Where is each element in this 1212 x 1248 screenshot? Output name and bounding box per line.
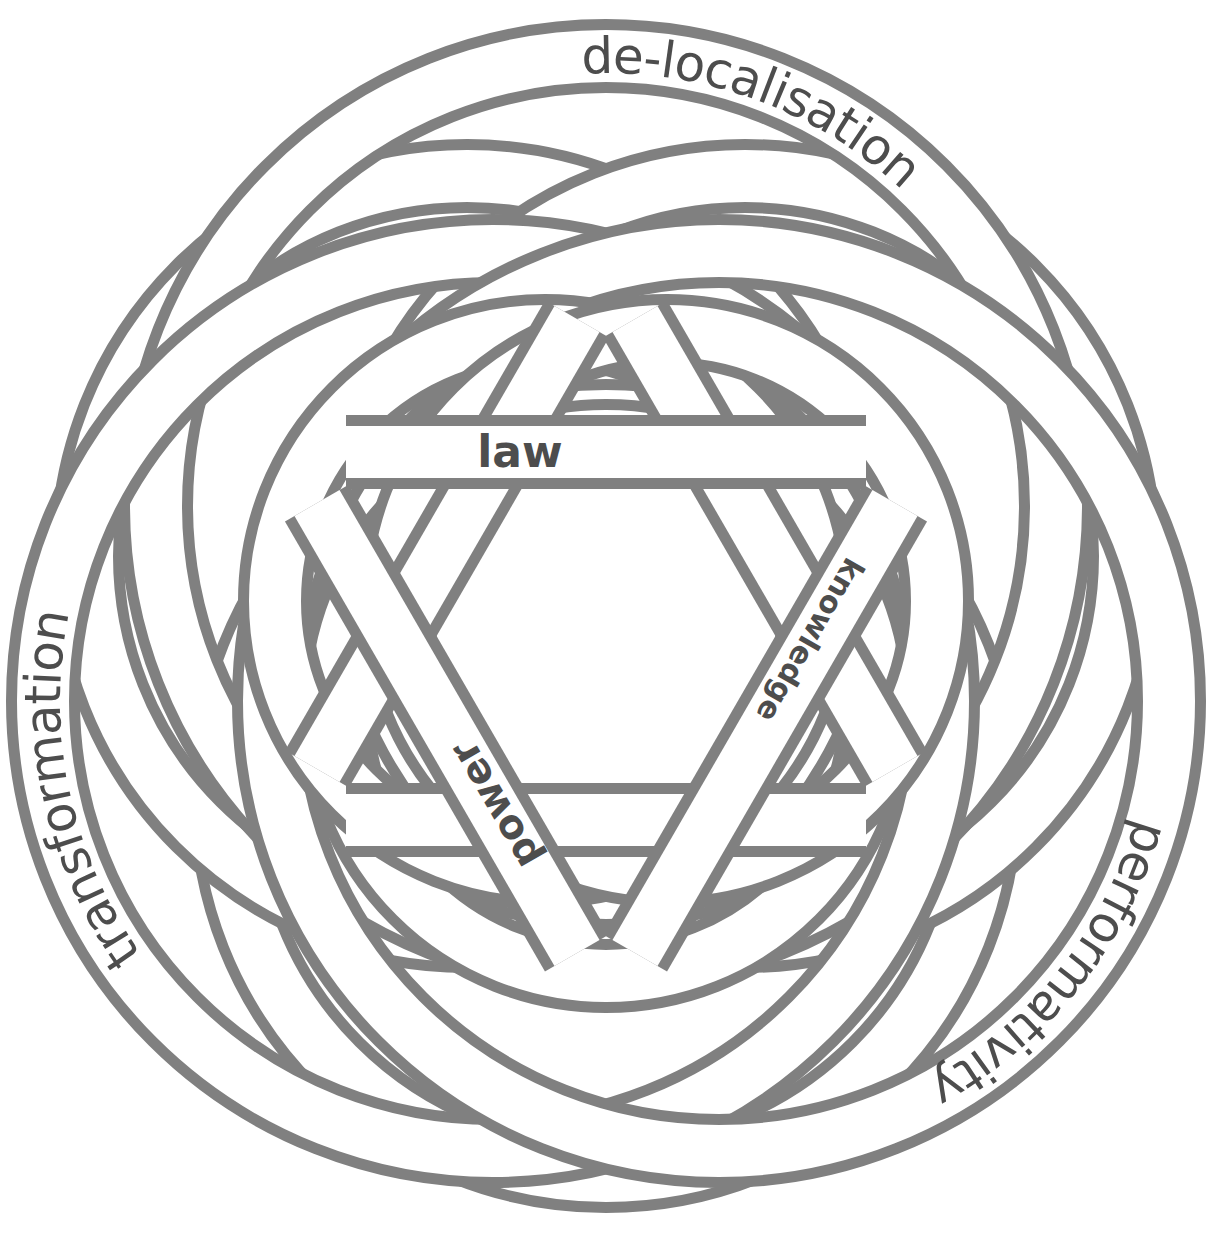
ring-letter: a: [69, 891, 128, 942]
ring-letter: a: [18, 704, 69, 737]
ring-letter: a: [724, 50, 769, 107]
ring-letter: t: [947, 1049, 991, 1101]
ring-letter: e: [1108, 844, 1166, 891]
ring-letter: o: [671, 37, 710, 92]
ring-letter: s: [45, 841, 101, 883]
ring-letter: v: [973, 1024, 1027, 1082]
ring-letter: r: [1067, 929, 1120, 974]
ring-letter: l: [658, 35, 679, 86]
ring-letter: d: [581, 31, 614, 82]
triangle-band: [317, 503, 577, 953]
ring-letter: y: [923, 1059, 974, 1117]
ring-letter: o: [1077, 904, 1136, 956]
ring-letter: r: [26, 779, 79, 809]
ring-letter: a: [1018, 981, 1075, 1038]
ring-letter: i: [963, 1041, 1004, 1090]
ring-letter: i: [18, 670, 69, 686]
ring-letter: p: [1119, 816, 1176, 861]
ring-letter: f: [1092, 889, 1144, 928]
ring-letter: o: [31, 797, 87, 840]
ring-letter: r: [84, 917, 137, 961]
triangle-band: [635, 503, 895, 953]
ring-letter: t: [824, 99, 867, 152]
ring-letter: n: [874, 138, 931, 197]
band-label: law: [474, 430, 565, 474]
outer-ring: [43, 251, 943, 1151]
ring-letter: t: [96, 933, 148, 977]
ring-letter: s: [776, 71, 821, 127]
ring-letter: -: [641, 33, 664, 85]
outer-ring-outline: [43, 251, 943, 1151]
ring-letter: m: [1038, 945, 1107, 1014]
outer-ring: [269, 251, 1169, 1151]
outer-ring-outline: [269, 251, 1169, 1151]
ring-letter: o: [851, 118, 906, 176]
triangle-band-outline: [635, 503, 895, 953]
ring-letter: n: [55, 864, 114, 914]
ring-letter: n: [22, 605, 77, 645]
ring-letter: l: [752, 60, 783, 112]
ring-letter: t: [18, 685, 68, 705]
ring-letter: r: [1100, 871, 1154, 911]
triangle-band-outline: [346, 783, 866, 857]
ring-letter: o: [19, 638, 72, 673]
ring-letter: f: [39, 826, 92, 858]
ring-letter: a: [799, 83, 850, 142]
triangle-band-outline: [346, 415, 866, 489]
triangle-band-outline: [317, 503, 577, 953]
triangle-band: [346, 426, 866, 478]
triangle-band: [346, 794, 866, 846]
ring-letter: i: [995, 1015, 1039, 1062]
ring-letter: i: [765, 66, 797, 117]
ring-letter: e: [612, 31, 645, 82]
ring-letter: t: [1005, 1002, 1054, 1052]
ring-letter: i: [840, 110, 880, 159]
ring-letter: m: [19, 732, 75, 787]
ring-letter: c: [699, 43, 738, 98]
